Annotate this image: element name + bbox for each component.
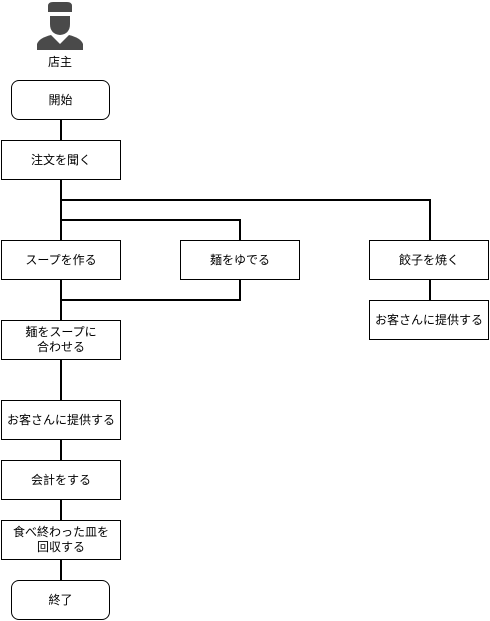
- edge-noodles-combine: [61, 280, 241, 301]
- edge-order-gyoza: [61, 199, 431, 240]
- serve-gyoza-node: お客さんに提供する: [369, 300, 489, 340]
- chef-person-icon: [37, 2, 83, 50]
- edge-order-noodles: [61, 219, 241, 240]
- checkout-node: 会計をする: [1, 460, 121, 500]
- actor-label: 店主: [47, 55, 72, 69]
- boil-noodles-node: 麺をゆでる: [180, 240, 300, 280]
- serve-ramen-node: お客さんに提供する: [1, 400, 121, 440]
- collect-dishes-node: 食べ終わった皿を 回収する: [1, 520, 121, 560]
- make-soup-node: スープを作る: [1, 240, 121, 280]
- combine-node: 麺をスープに 合わせる: [1, 320, 121, 360]
- start-node: 開始: [11, 80, 110, 120]
- end-node: 終了: [11, 580, 110, 620]
- take-order-node: 注文を聞く: [1, 140, 121, 180]
- grill-gyoza-node: 餃子を焼く: [369, 240, 489, 280]
